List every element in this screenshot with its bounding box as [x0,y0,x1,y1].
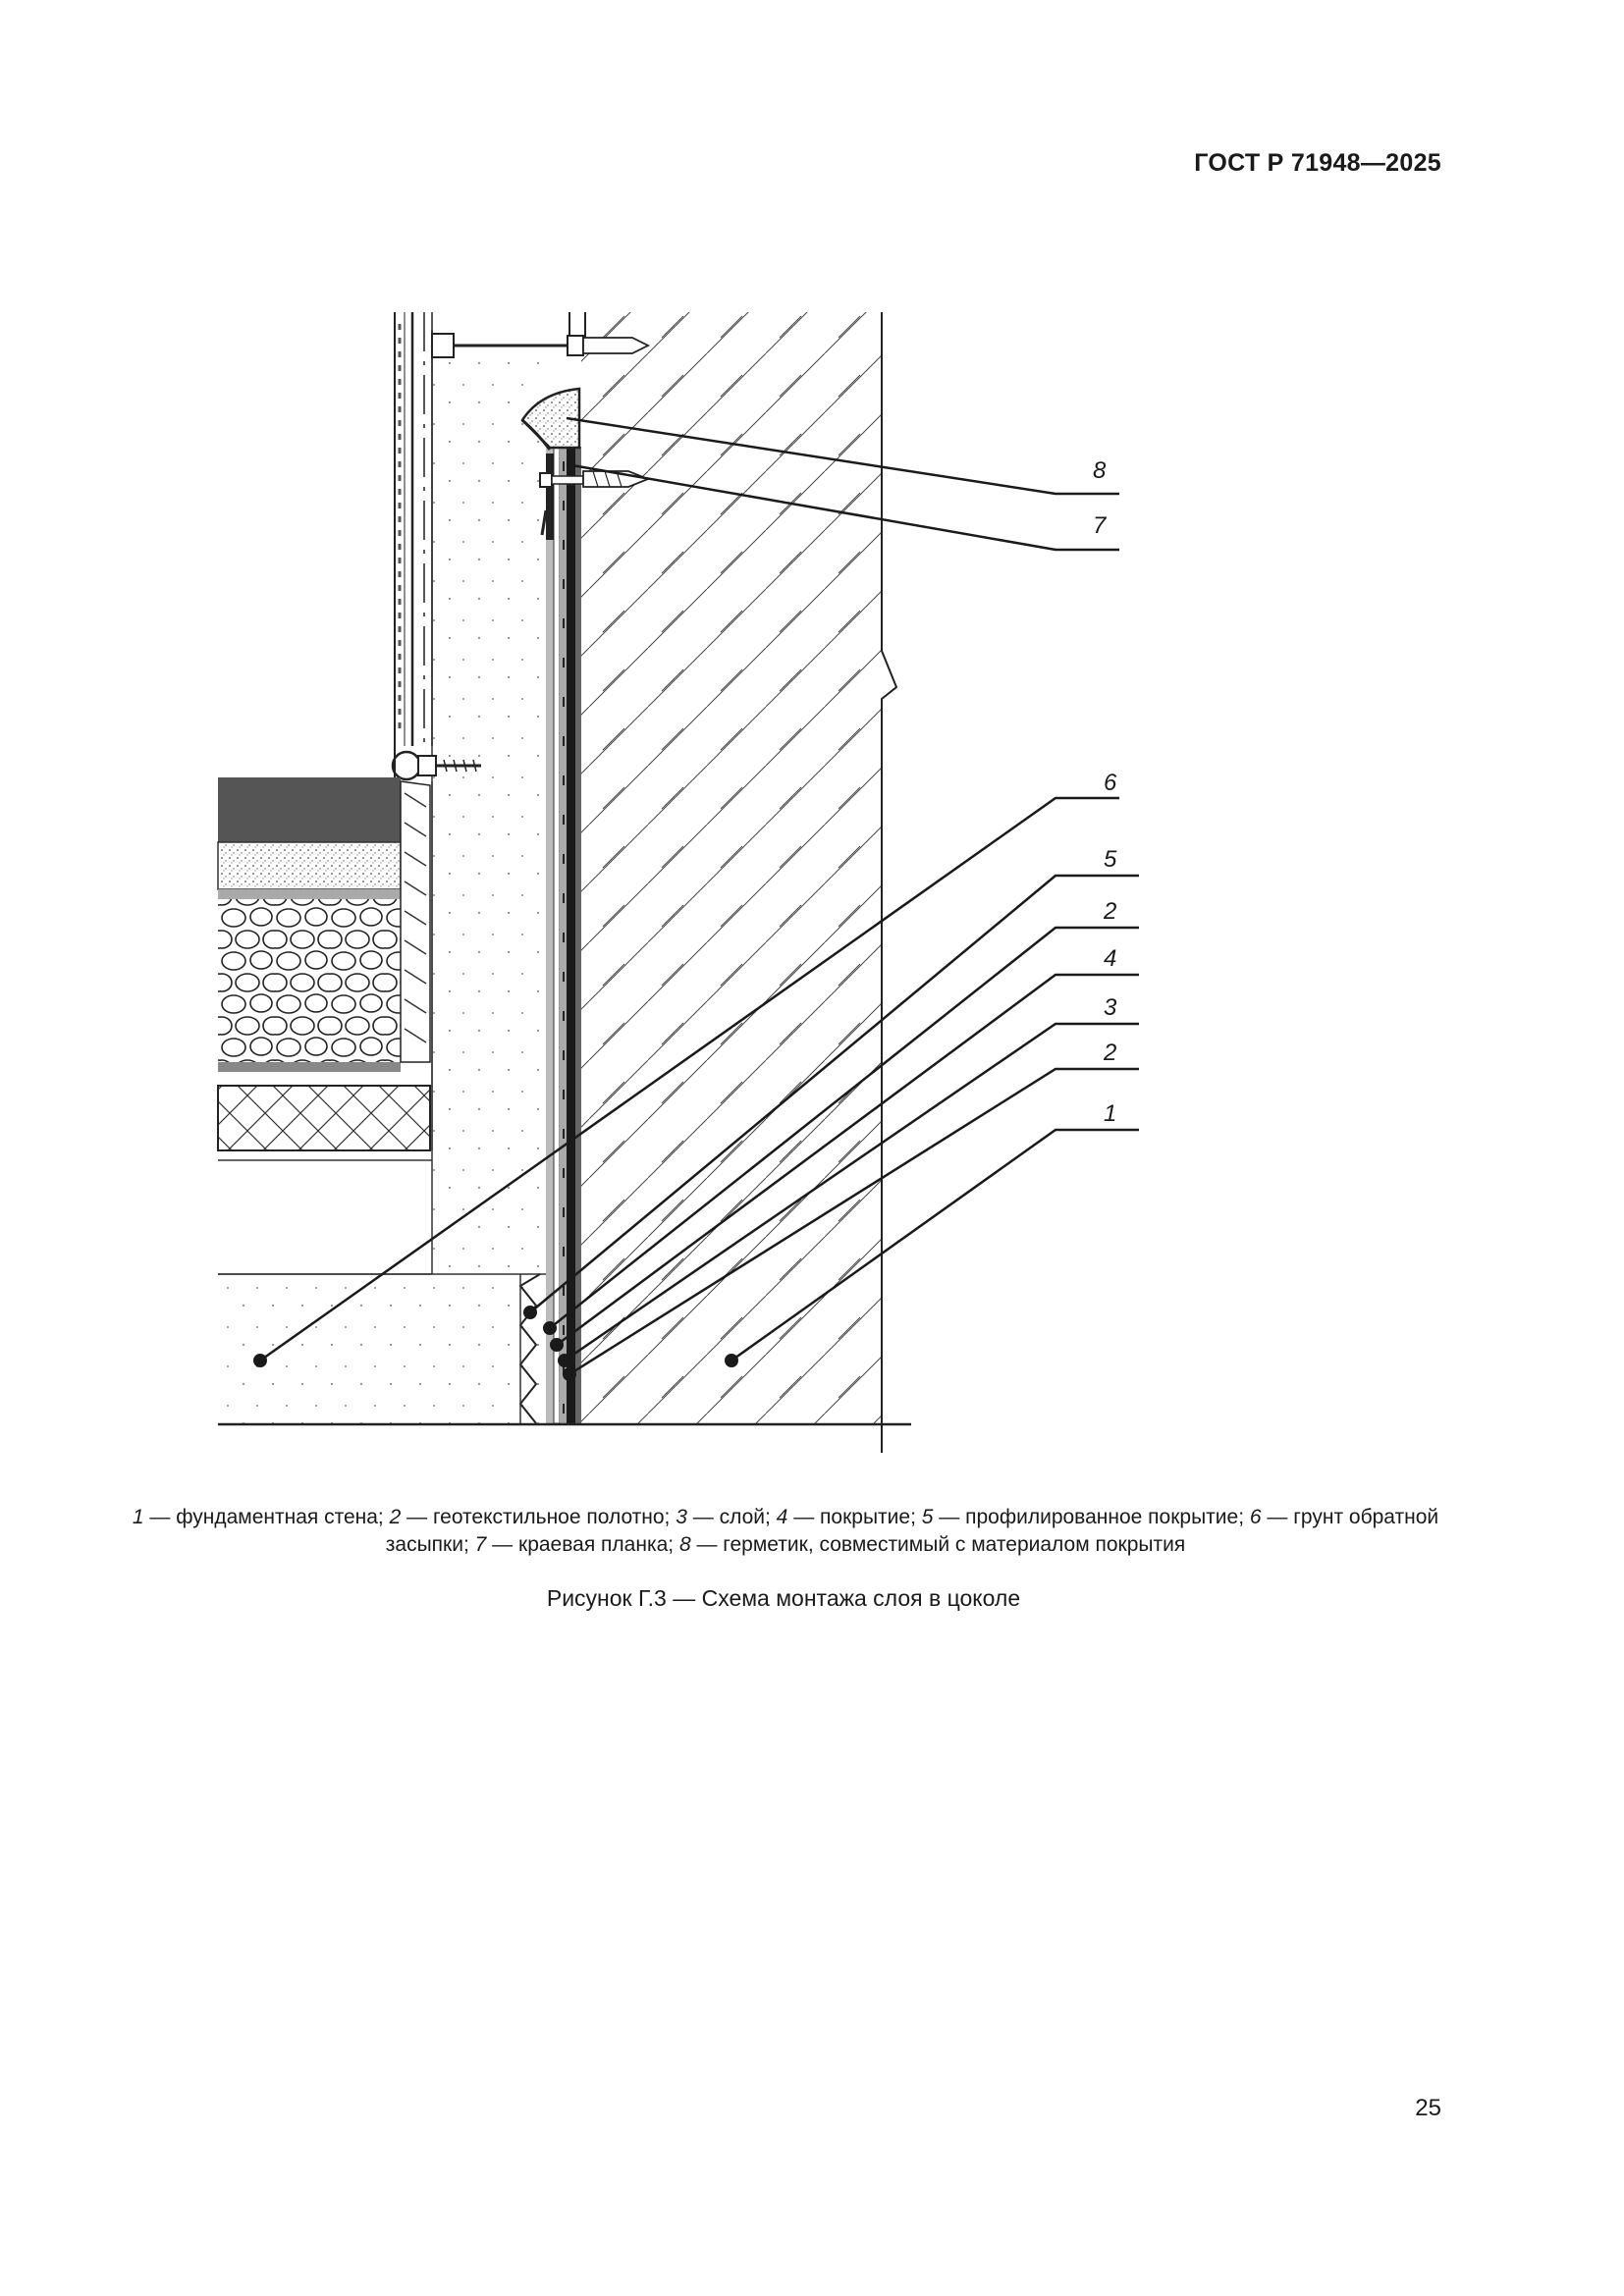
callout-number: 2 [1103,1040,1116,1066]
legend-text: — профилированное покрытие; [933,1506,1250,1528]
callout-number: 8 [1093,457,1107,484]
legend-text: — герметик, совместимый с материалом пок… [690,1533,1186,1556]
legend-text: — слой; [686,1506,777,1528]
profiled-membrane-bottom [518,1273,541,1424]
callout-number: 2 [1103,898,1116,925]
legend-number: 3 [676,1506,687,1528]
figure-caption: Рисунок Г.3 — Схема монтажа слоя в цокол… [546,1585,1021,1611]
legend-text: — грунт обратной засыпки; [385,1506,1439,1556]
legend-number: 1 [132,1506,144,1528]
page-number: 25 [1415,2095,1441,2121]
legend-number: 4 [776,1506,788,1528]
document-code: ГОСТ Р 71948—2025 [1194,149,1441,177]
legend-number: 6 [1249,1506,1262,1528]
figure-legend: 1 — фундаментная стена; 2 — геотекстильн… [108,1504,1463,1559]
legend-number: 5 [921,1506,934,1528]
pavement-layers [217,777,433,1161]
sealant-bead [520,387,581,451]
facade-cladding [391,312,651,781]
callout-number: 3 [1104,994,1117,1021]
callout-number: 1 [1104,1100,1116,1127]
legend-text: — геотекстильное полотно; [401,1506,677,1528]
legend-text: — покрытие; [787,1506,922,1528]
legend-number: 8 [678,1533,691,1556]
legend-number: 2 [389,1506,402,1528]
callout-number: 7 [1093,512,1108,539]
callout-number: 5 [1104,846,1117,873]
leader-lines [259,416,1139,1376]
legend-text: — фундаментная стена; [143,1506,390,1528]
waterproofing-stack [546,446,581,1424]
foundation-wall [581,312,898,1423]
leader-markers [253,1306,738,1381]
callout-number: 6 [1104,770,1117,796]
legend-number: 7 [474,1533,487,1556]
callout-number: 4 [1104,945,1116,972]
legend-text: — краевая планка; [486,1533,679,1556]
